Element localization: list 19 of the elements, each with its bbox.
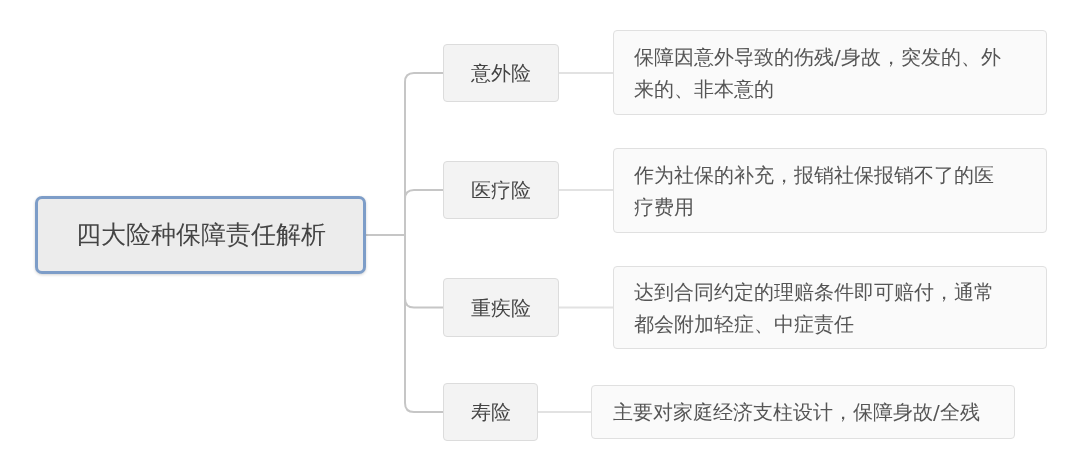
topic-label: 意外险 xyxy=(471,61,531,85)
description-text: 达到合同约定的理赔条件即可赔付，通常都会附加轻症、中症责任 xyxy=(634,278,995,338)
branch-topic-box xyxy=(443,278,559,337)
branch-topic-box xyxy=(443,44,559,102)
branch-topic-box xyxy=(443,161,559,219)
topic-label: 重疾险 xyxy=(471,295,531,320)
description-box xyxy=(613,266,1047,349)
branch-topic-box xyxy=(443,383,538,441)
topic-label: 寿险 xyxy=(470,400,511,424)
topic-label: 医疗险 xyxy=(471,178,531,202)
description-text: 主要对家庭经济支柱设计，保障身故/全残 xyxy=(613,399,980,426)
description-text: 作为社保的补充，报销社保报销不了的医疗费用 xyxy=(634,161,995,221)
description-box xyxy=(591,385,1015,439)
description-text: 保障因意外导致的伤残/身故，突发的、外来的、非本意的 xyxy=(634,43,1002,103)
connector-line xyxy=(365,234,444,413)
description-box xyxy=(613,148,1047,233)
topic-label: 四大险种保障责任解析 xyxy=(75,220,326,250)
central-topic-box xyxy=(35,196,366,274)
description-box xyxy=(613,30,1047,115)
